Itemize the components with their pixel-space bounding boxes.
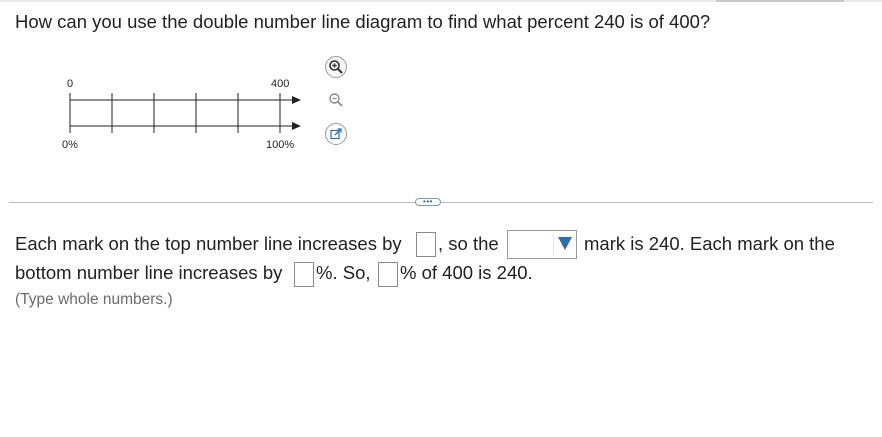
answer-input-top-increment[interactable] bbox=[416, 232, 436, 257]
section-divider bbox=[9, 202, 873, 203]
top-line-arrowhead bbox=[292, 96, 301, 104]
zoom-in-icon bbox=[329, 60, 343, 74]
question-text: How can you use the double number line d… bbox=[15, 11, 711, 32]
answer-line2-part1: bottom number line increases by bbox=[15, 262, 283, 283]
dropdown-separator bbox=[553, 234, 554, 255]
answer-line2-part2: %. So, bbox=[316, 262, 371, 283]
answer-input-bottom-increment[interactable] bbox=[294, 262, 314, 287]
zoom-in-button[interactable] bbox=[325, 56, 347, 78]
bottom-start-label: 0% bbox=[62, 139, 78, 151]
open-external-icon bbox=[330, 128, 342, 140]
bottom-line-arrowhead bbox=[292, 122, 301, 130]
dropdown-arrow-icon bbox=[558, 237, 572, 250]
zoom-out-button[interactable] bbox=[325, 89, 347, 111]
open-external-button[interactable] bbox=[325, 123, 347, 145]
top-bar-tab bbox=[716, 0, 844, 2]
answer-line2-part3: % of 400 is 240. bbox=[400, 262, 533, 283]
mark-select-dropdown[interactable] bbox=[507, 230, 577, 259]
top-bar bbox=[0, 0, 882, 2]
bottom-end-label: 100% bbox=[266, 139, 295, 151]
number-line-svg bbox=[69, 93, 301, 133]
answer-line1-part1: Each mark on the top number line increas… bbox=[15, 233, 402, 254]
double-number-line-diagram: 0 400 0% 100% bbox=[0, 0, 320, 170]
divider-handle[interactable]: ••• bbox=[415, 198, 441, 206]
answer-line1-part2: , so the bbox=[438, 233, 499, 254]
answer-line1-part3: mark is 240. Each mark on the bbox=[584, 233, 835, 254]
top-end-label: 400 bbox=[271, 78, 290, 90]
hint-text: (Type whole numbers.) bbox=[15, 291, 173, 308]
answer-input-percent[interactable] bbox=[378, 262, 398, 287]
top-start-label: 0 bbox=[67, 78, 74, 90]
zoom-out-icon bbox=[329, 93, 343, 107]
